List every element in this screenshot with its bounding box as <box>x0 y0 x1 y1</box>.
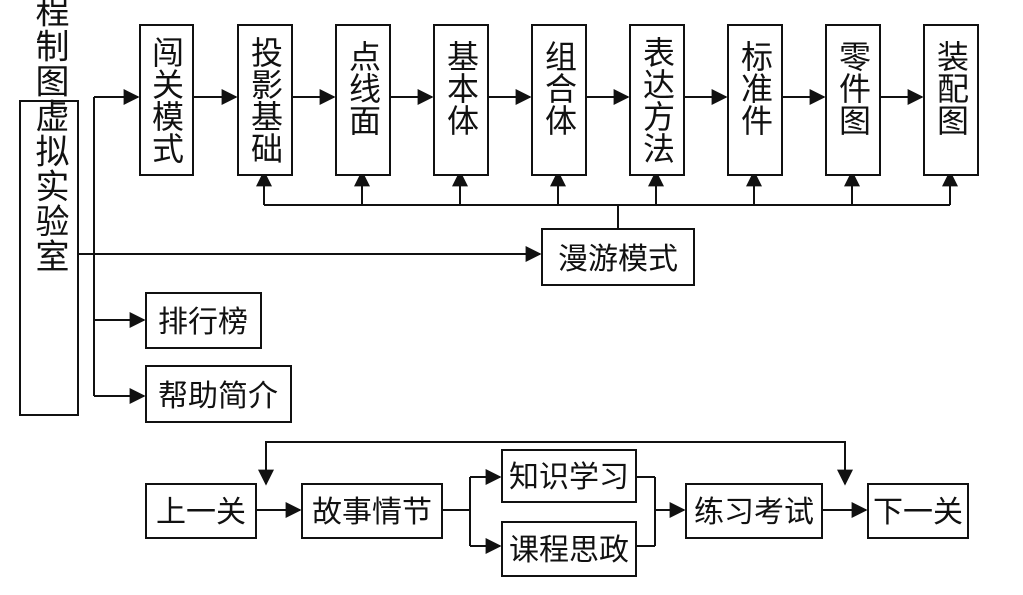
level-node: 投影基础 <box>237 24 293 176</box>
level-label: 基本体 <box>442 40 480 136</box>
story-label: 故事情节 <box>312 495 432 530</box>
level-node: 零件图 <box>825 24 881 176</box>
knowledge-node: 知识学习 <box>501 449 637 503</box>
loop-back-arrow <box>258 441 853 486</box>
level-label: 投影基础 <box>246 36 284 164</box>
level-node: 点线面 <box>335 24 391 176</box>
exam-node: 练习考试 <box>685 483 823 539</box>
next-level-node: 下一关 <box>867 483 969 539</box>
prev-level-label: 上一关 <box>156 495 246 530</box>
ideology-label: 课程思政 <box>509 533 629 568</box>
level-mode-label: 闯关模式 <box>147 36 185 164</box>
prev-level-node: 上一关 <box>145 483 257 539</box>
ranking-label: 排行榜 <box>158 305 248 340</box>
root-label: 工程制图虚拟实验室 <box>29 0 69 274</box>
level-label: 表达方法 <box>638 36 676 164</box>
ideology-node: 课程思政 <box>501 521 637 577</box>
level-label: 组合体 <box>540 40 578 136</box>
help-label: 帮助简介 <box>158 379 278 414</box>
level-mode-node: 闯关模式 <box>139 24 194 176</box>
level-label: 零件图 <box>834 40 872 136</box>
level-label: 标准件 <box>736 40 774 136</box>
level-label: 点线面 <box>344 40 382 136</box>
help-node: 帮助简介 <box>145 365 292 423</box>
next-level-label: 下一关 <box>873 495 963 530</box>
level-node: 组合体 <box>531 24 587 176</box>
ranking-node: 排行榜 <box>145 292 262 349</box>
exam-label: 练习考试 <box>694 495 814 530</box>
level-node: 基本体 <box>433 24 489 176</box>
level-label: 装配图 <box>932 40 970 136</box>
roam-mode-node: 漫游模式 <box>541 228 695 286</box>
nodes: 工程制图虚拟实验室 闯关模式 投影基础 点线面 基本体 组 <box>19 0 979 577</box>
connectors <box>78 89 958 554</box>
level-node: 标准件 <box>727 24 783 176</box>
root-node: 工程制图虚拟实验室 <box>19 0 79 416</box>
story-node: 故事情节 <box>301 483 443 539</box>
level-node: 表达方法 <box>629 24 685 176</box>
roam-mode-label: 漫游模式 <box>558 242 678 277</box>
level-node: 装配图 <box>923 24 979 176</box>
knowledge-label: 知识学习 <box>509 460 629 495</box>
